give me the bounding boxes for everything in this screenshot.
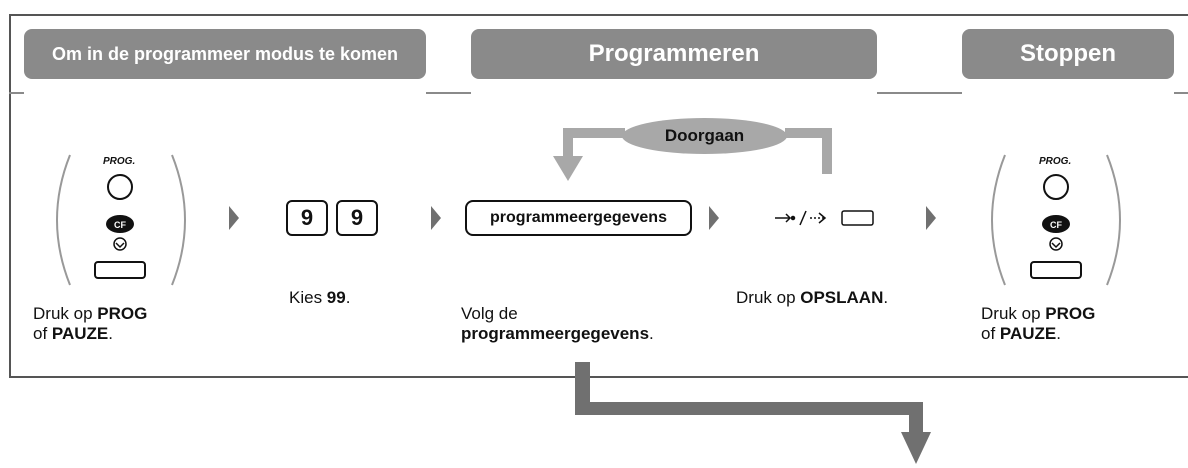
prog-key-label-right: PROG. [1039, 156, 1072, 167]
header-enter-mode: Om in de programmeer modus te komen [24, 29, 426, 79]
phone-keys-right [991, 154, 1121, 286]
digit-key-2: 9 [336, 200, 378, 236]
flow-arrows [229, 206, 936, 230]
continue-loop-arrow [553, 128, 832, 181]
step2-caption: Kies 99. [289, 288, 351, 307]
step4-caption: Druk op OPSLAAN. [736, 288, 889, 307]
svg-text:CF: CF [1050, 220, 1062, 230]
header-divider-right [1174, 92, 1188, 94]
exit-arrow [575, 362, 931, 464]
svg-text:CF: CF [114, 220, 126, 230]
prog-key-icon-left: CF [94, 174, 146, 279]
header-stoppen: Stoppen [962, 29, 1174, 79]
prog-key-label-left: PROG. [103, 156, 136, 167]
phone-keys-left [56, 154, 186, 286]
store-key-icon [775, 210, 874, 226]
header-divider-mid1 [426, 92, 471, 94]
header-divider-mid2 [877, 92, 962, 94]
step1-caption: Druk op PROG of PAUZE. [33, 304, 148, 343]
prog-key-icon-right: CF [1030, 174, 1082, 279]
continue-pill: Doorgaan [622, 118, 787, 154]
diagram-frame [9, 14, 1188, 378]
header-programmeren: Programmeren [471, 29, 877, 79]
step5-caption: Druk op PROG of PAUZE. [981, 304, 1096, 343]
program-data-box: programmeergegevens [465, 200, 692, 236]
step3-caption: Volg de programmeergegevens. [461, 304, 654, 343]
digit-key-1: 9 [286, 200, 328, 236]
header-divider-left [9, 92, 24, 94]
